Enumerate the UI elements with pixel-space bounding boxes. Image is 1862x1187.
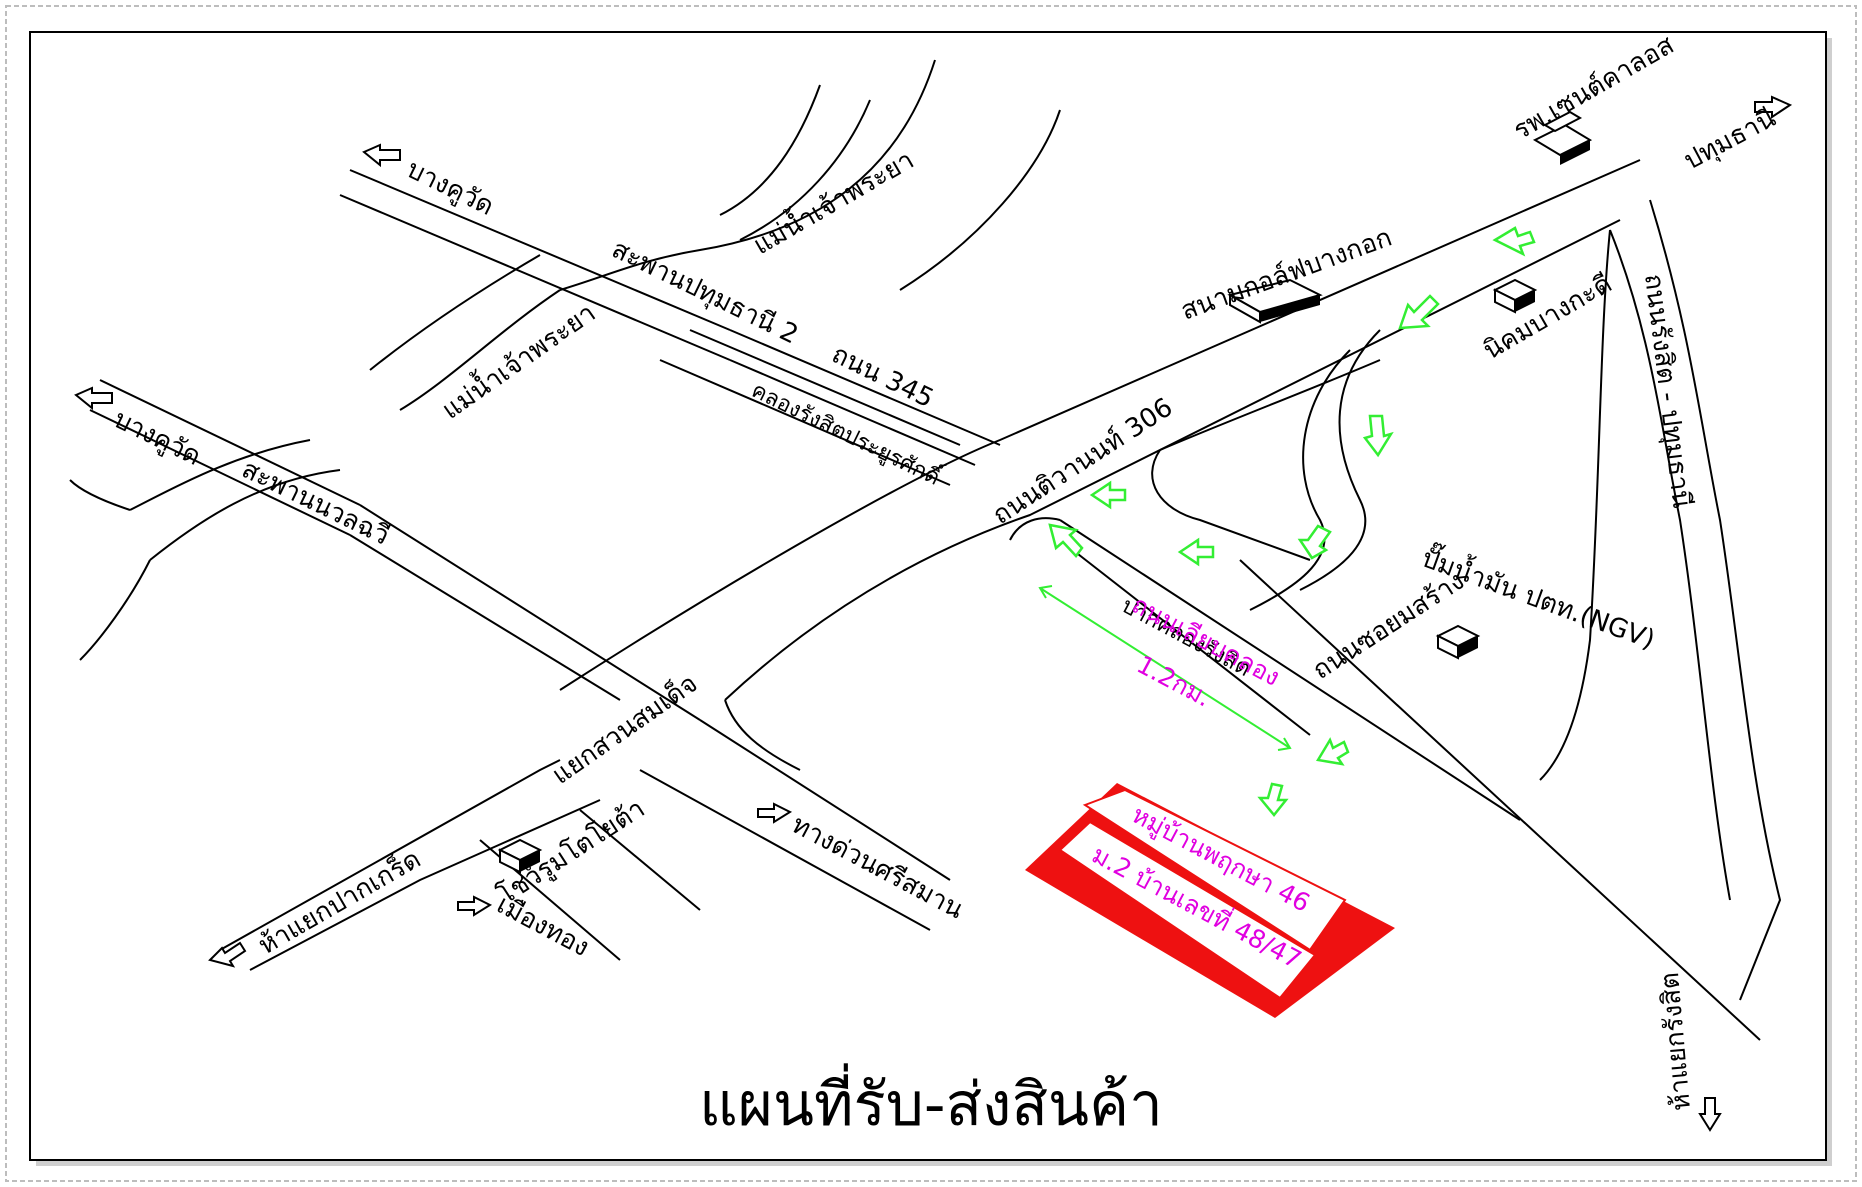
golf-course-icon (1227, 278, 1323, 324)
direction-arrows (74, 95, 1793, 1132)
label-tiwanon: ถนนติวานนท์ 306 (987, 392, 1178, 530)
map-labels: บางคูวัด บางคูวัด แม่น้ำเจ้าพระยา แม่น้ำ… (109, 30, 1781, 1112)
label-bridge-nawalok: สะพานนวลฉวี (237, 454, 394, 551)
arrow-right-icon (757, 802, 793, 824)
label-rangsit-road: ถนนรังสิต - ปทุมธานี (1638, 272, 1697, 510)
label-river-mid: แม่น้ำเจ้าพระยา (434, 294, 601, 426)
arrow-right-icon (1754, 95, 1793, 119)
label-suan-somdet: แยกสวนสมเด็จ (546, 667, 704, 791)
destination-marker (1025, 783, 1395, 1018)
arrow-left-icon (74, 386, 113, 411)
distance-marker (1038, 585, 1292, 751)
route-arrows (1048, 226, 1536, 817)
label-samkhok-road: ถนนซอยมสร้าง (1307, 566, 1469, 686)
label-bang-kruai-left: บางคูวัด (109, 404, 205, 472)
label-hospital: รพ.เซนต์คาลอส (1509, 30, 1680, 146)
arrow-down-left-icon (208, 941, 247, 968)
label-pathumthani: ปทุมธานี (1679, 103, 1781, 176)
arrow-right-icon (457, 895, 493, 917)
label-srisaman: ทางด่วนศรีสมาน (787, 810, 969, 926)
industrial-estate-icon (1492, 278, 1538, 314)
label-rangsit-junction: ห้าแยกรังสิต (1655, 971, 1697, 1112)
river (69, 59, 1061, 661)
road-network (89, 159, 1782, 1041)
arrow-down-icon (1698, 1097, 1722, 1132)
page-title: แผนที่รับ-ส่งสินค้า (699, 1063, 1163, 1140)
hospital-cross-icon (1532, 110, 1593, 165)
label-road-345: ถนน 345 (827, 339, 938, 414)
label-industrial: นิคมบางกะดี (1479, 269, 1618, 366)
arrow-left-icon (362, 143, 401, 168)
label-pak-kret: ห้าแยกปากเกร็ด (253, 842, 426, 961)
label-river-top: แม่น้ำเจ้าพระยา (746, 141, 919, 261)
gas-station-icon (1435, 624, 1481, 660)
toyota-showroom-icon (497, 838, 543, 874)
label-muang-thong: เมืองทอง (492, 890, 594, 963)
